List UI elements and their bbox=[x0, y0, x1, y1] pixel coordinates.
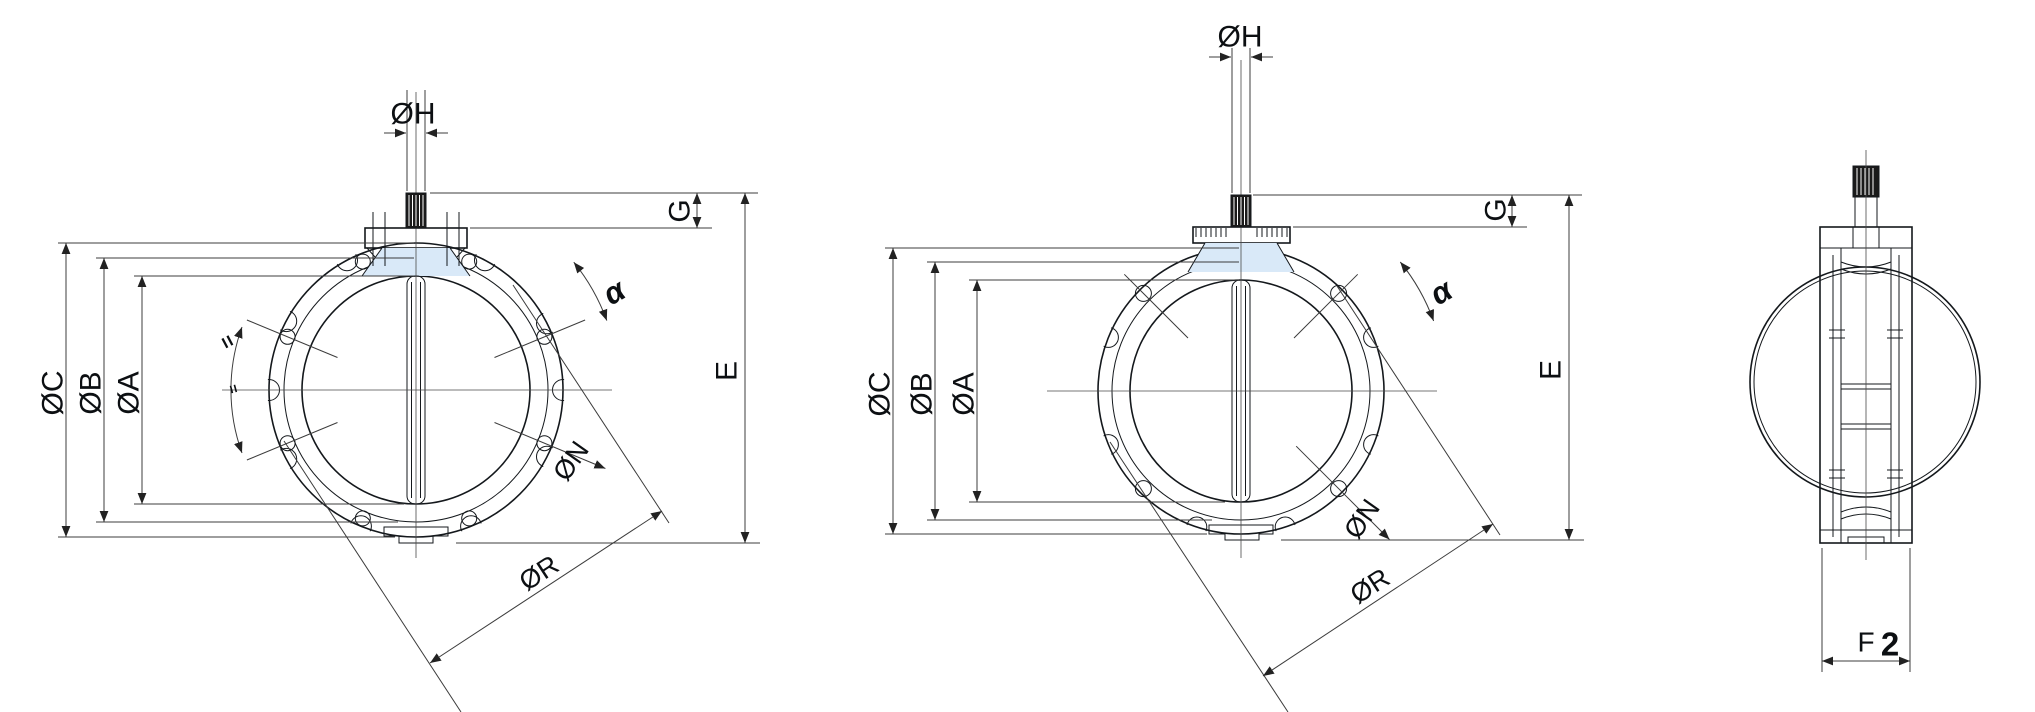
middle-dim-bolt-circle: ØR bbox=[1109, 285, 1501, 712]
left-label-shaft-diameter: ØH bbox=[391, 98, 436, 131]
middle-label-shaft-height: G bbox=[1480, 198, 1513, 221]
left-equal-spacing-arc: = = bbox=[214, 326, 243, 454]
middle-label-bolt-circle: ØR bbox=[1345, 562, 1395, 609]
middle-label-hole-diameter: ØN bbox=[1338, 494, 1386, 544]
left-label-bore-diameter: ØA bbox=[113, 371, 146, 414]
middle-dim-diameters: ØC ØB ØA bbox=[864, 247, 1239, 535]
left-dim-bolt-circle: ØR bbox=[283, 284, 670, 712]
middle-label-shaft-diameter: ØH bbox=[1218, 21, 1263, 54]
middle-label-total-height: E bbox=[1535, 360, 1568, 380]
front-view-left: ØH G E ØC ØB ØA ØN bbox=[37, 90, 760, 712]
left-label-shaft-height: G bbox=[664, 199, 697, 222]
left-dim-shaft-height: G bbox=[430, 192, 758, 229]
front-view-middle: ØH G E ØC ØB ØA ØN bbox=[864, 21, 1584, 712]
side-label-face-to-face-index: 2 bbox=[1881, 626, 1899, 663]
left-dim-hole-diameter: ØN bbox=[494, 422, 606, 486]
left-label-equal-spacing: = bbox=[214, 331, 240, 353]
middle-bolt-holes bbox=[1134, 284, 1348, 498]
middle-top-flange bbox=[1192, 226, 1291, 244]
middle-flange-serration bbox=[1195, 228, 1288, 237]
side-view: F 2 bbox=[1749, 150, 1981, 672]
left-splined-shaft bbox=[405, 192, 427, 229]
middle-label-bore-diameter: ØA bbox=[948, 372, 981, 415]
left-label-total-height: E bbox=[711, 361, 744, 381]
left-label-seat-diameter: ØB bbox=[75, 371, 108, 414]
left-label-outer-diameter: ØC bbox=[37, 371, 70, 416]
middle-angle-alpha: α bbox=[1399, 261, 1460, 322]
left-label-equal-spacing-mid: = bbox=[224, 383, 243, 396]
left-hole-reference-lines bbox=[246, 319, 586, 461]
left-label-hole-diameter: ØN bbox=[547, 436, 595, 486]
left-flange-hidden-edges bbox=[372, 212, 460, 266]
side-dim-face-to-face: F 2 bbox=[1821, 548, 1911, 672]
middle-label-alpha: α bbox=[1424, 271, 1460, 312]
left-dim-shaft-diameter: ØH bbox=[384, 90, 448, 191]
side-label-face-to-face: F bbox=[1857, 627, 1874, 658]
middle-splined-shaft bbox=[1230, 194, 1252, 228]
middle-label-seat-diameter: ØB bbox=[906, 372, 939, 415]
side-disc bbox=[1749, 266, 1981, 498]
middle-hole-reference-lines bbox=[1123, 273, 1359, 339]
middle-dim-shaft-diameter: ØH bbox=[1209, 21, 1273, 193]
left-label-bolt-circle: ØR bbox=[514, 549, 564, 596]
left-angle-alpha: α bbox=[573, 261, 633, 321]
middle-dim-shaft-height: G bbox=[1253, 194, 1582, 228]
left-label-alpha: α bbox=[597, 271, 633, 312]
left-dim-diameters: ØC ØB ØA bbox=[37, 242, 414, 538]
middle-label-outer-diameter: ØC bbox=[864, 372, 897, 417]
